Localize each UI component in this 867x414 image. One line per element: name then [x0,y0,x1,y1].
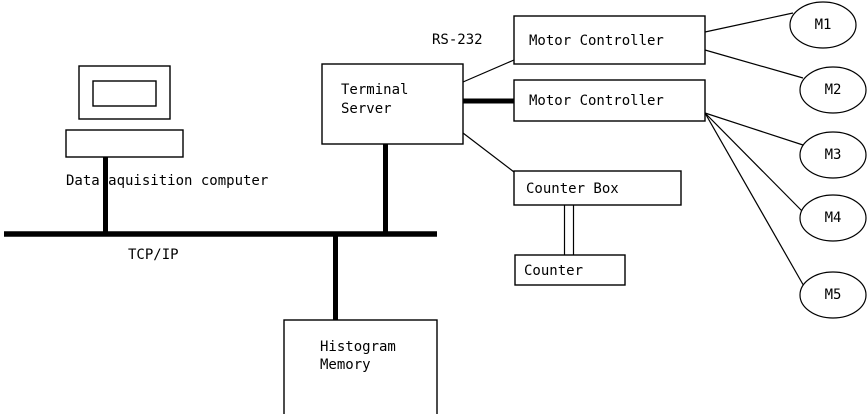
terminal-server-node: Terminal Server [321,63,464,145]
link-motor-controller-2-to-m5 [704,112,806,289]
motor-m2-node: M2 [799,66,867,114]
tcpip-label: TCP/IP [128,247,179,263]
counter-box-node: Counter Box [513,170,682,206]
motor-m4-ellipse [799,194,867,242]
motor-controller-2-box [513,79,706,122]
motor-m5-label: M5 [825,287,842,303]
motor-m3-node: M3 [799,131,867,179]
motor-controller-1-node: Motor Controller [513,15,706,65]
motor-m5-ellipse [799,271,867,319]
motor-m5-node: M5 [799,271,867,319]
counter-label: Counter [524,263,583,279]
terminal-server-box [321,63,464,145]
histogram-memory-box [283,319,438,414]
motor-m2-label: M2 [825,82,842,98]
computer-base-icon [65,129,184,158]
link-terminal-server-to-motor-controller-1 [462,59,515,83]
motor-controller-2-label: Motor Controller [529,93,664,109]
link-motor-controller-2-to-m3 [704,112,804,146]
tcpip-bus-group: TCP/IP [4,144,437,320]
motor-m4-label: M4 [825,210,842,226]
motor-controller-2-node: Motor Controller [513,79,706,122]
counter-box-box [513,170,682,206]
motor-controller-1-label: Motor Controller [529,33,664,49]
terminal-server-label-line2: Server [341,101,392,117]
terminal-server-label-line1: Terminal [341,82,408,98]
motor-controller-1-motor-links [704,12,804,79]
histogram-memory-node: Histogram Memory [283,319,438,414]
link-motor-controller-1-to-m1 [704,12,794,33]
data-acquisition-computer-label: Data aquisition computer [66,173,268,189]
motor-m1-ellipse [789,1,857,49]
motor-m3-label: M3 [825,147,842,163]
motor-m1-label: M1 [815,17,832,33]
terminal-server-links: RS-232 [432,32,515,173]
histogram-memory-label-line2: Memory [320,357,371,373]
rs232-label: RS-232 [432,32,483,48]
motor-controller-2-motor-links [704,112,806,289]
link-motor-controller-1-to-m2 [704,49,804,79]
motor-m2-ellipse [799,66,867,114]
data-acquisition-computer-group: Data aquisition computer [65,65,268,189]
histogram-memory-label-line1: Histogram [320,339,396,355]
motor-m1-node: M1 [789,1,857,49]
counter-node: Counter [514,254,626,286]
link-terminal-server-to-counter-box [462,132,515,173]
motor-m4-node: M4 [799,194,867,242]
monitor-screen-icon [92,80,157,107]
link-motor-controller-2-to-m4 [704,112,804,213]
counter-box-label: Counter Box [526,181,619,197]
counter-box-to-counter-links [563,205,575,255]
counter-box-rect [514,254,626,286]
motor-controller-1-box [513,15,706,65]
motor-m3-ellipse [799,131,867,179]
